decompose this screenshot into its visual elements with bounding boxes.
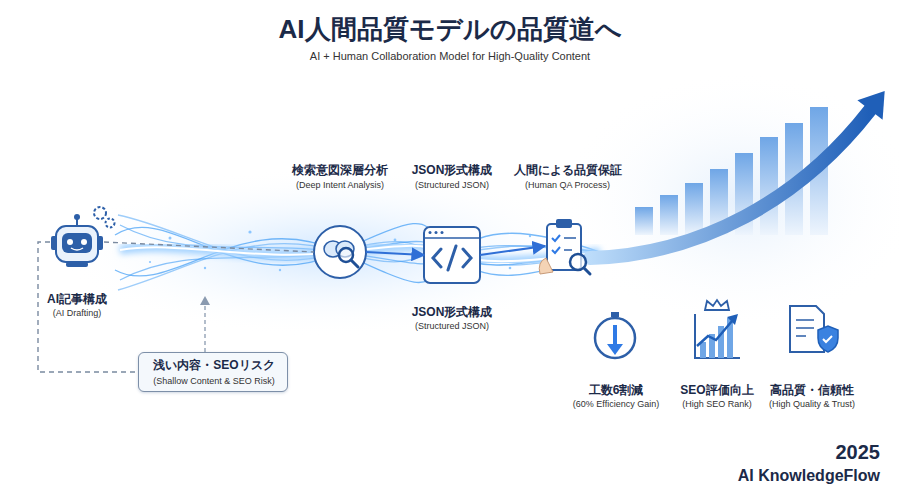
node-heading: JSON形式構成	[377, 305, 527, 320]
node-heading: JSON形式構成	[377, 163, 527, 178]
code-icon	[424, 227, 480, 283]
node-subtitle: (High SEO Rank)	[652, 399, 782, 410]
subtitle: AI + Human Collaboration Model for High-…	[0, 50, 900, 63]
node-subtitle: (Human QA Process)	[483, 180, 653, 191]
structured-json-node: JSON形式構成(Structured JSON)JSON形式構成(Struct…	[424, 227, 480, 283]
node-subtitle: (Structured JSON)	[377, 321, 527, 332]
node-heading: 浅い内容・SEOリスク	[139, 358, 289, 373]
node-heading: SEO評価向上	[652, 383, 782, 398]
efficiency-node: 工数6割減(60% Efficiency Gain)	[594, 313, 638, 359]
node-subtitle: (Deep Intent Analysis)	[255, 180, 425, 191]
flow-glow	[60, 167, 600, 337]
growth-arrow	[590, 110, 870, 258]
intent-analysis-node: 検索意図深層分析(Deep Intent Analysis)	[314, 226, 366, 278]
stopwatch-icon	[595, 312, 635, 358]
human-qa-node: 人間による品質保証(Human QA Process)	[545, 218, 590, 274]
growth-arrowhead	[857, 91, 884, 120]
flow-streams	[115, 215, 600, 290]
risk-box: 浅い内容・SEOリスク (Shallow Content & SEO Risk)	[138, 352, 288, 392]
node-heading: 高品質・信頼性	[747, 383, 877, 398]
diagram-title: AI人間品質モデルの品質道へ	[0, 12, 900, 47]
node-subtitle: (Shallow Content & SEO Risk)	[139, 376, 289, 387]
dashed-connector	[104, 242, 314, 252]
ai-drafting-node: AI記事構成(AI Drafting)	[50, 218, 104, 266]
node-heading: AI記事構成	[0, 292, 157, 307]
year-label: 2025	[700, 440, 880, 464]
brain-icon	[314, 226, 366, 278]
trust-document-icon	[790, 306, 838, 352]
node-heading: 工数6割減	[551, 383, 681, 398]
node-heading: 人間による品質保証	[483, 163, 653, 178]
node-subtitle: (AI Drafting)	[0, 308, 157, 319]
seo-chart-icon	[695, 300, 740, 358]
risk-leader	[204, 302, 205, 352]
risk-leader-head	[200, 296, 210, 305]
chart-glow	[560, 70, 900, 330]
flow-arrow	[480, 246, 545, 255]
flow-arrow	[366, 252, 424, 255]
robot-icon	[51, 207, 115, 267]
node-heading: 検索意図深層分析	[255, 163, 425, 178]
node-subtitle: (High Quality & Trust)	[747, 399, 877, 410]
clipboard-icon	[539, 219, 590, 274]
node-subtitle: (60% Efficiency Gain)	[551, 399, 681, 410]
brand-label: AI KnowledgeFlow	[640, 466, 880, 485]
dashed-connector	[38, 242, 138, 372]
quality-trust-node: 高品質・信頼性(High Quality & Trust)	[787, 302, 837, 354]
node-subtitle: (Structured JSON)	[377, 180, 527, 191]
seo-rank-node: SEO評価向上(High SEO Rank)	[693, 300, 741, 360]
